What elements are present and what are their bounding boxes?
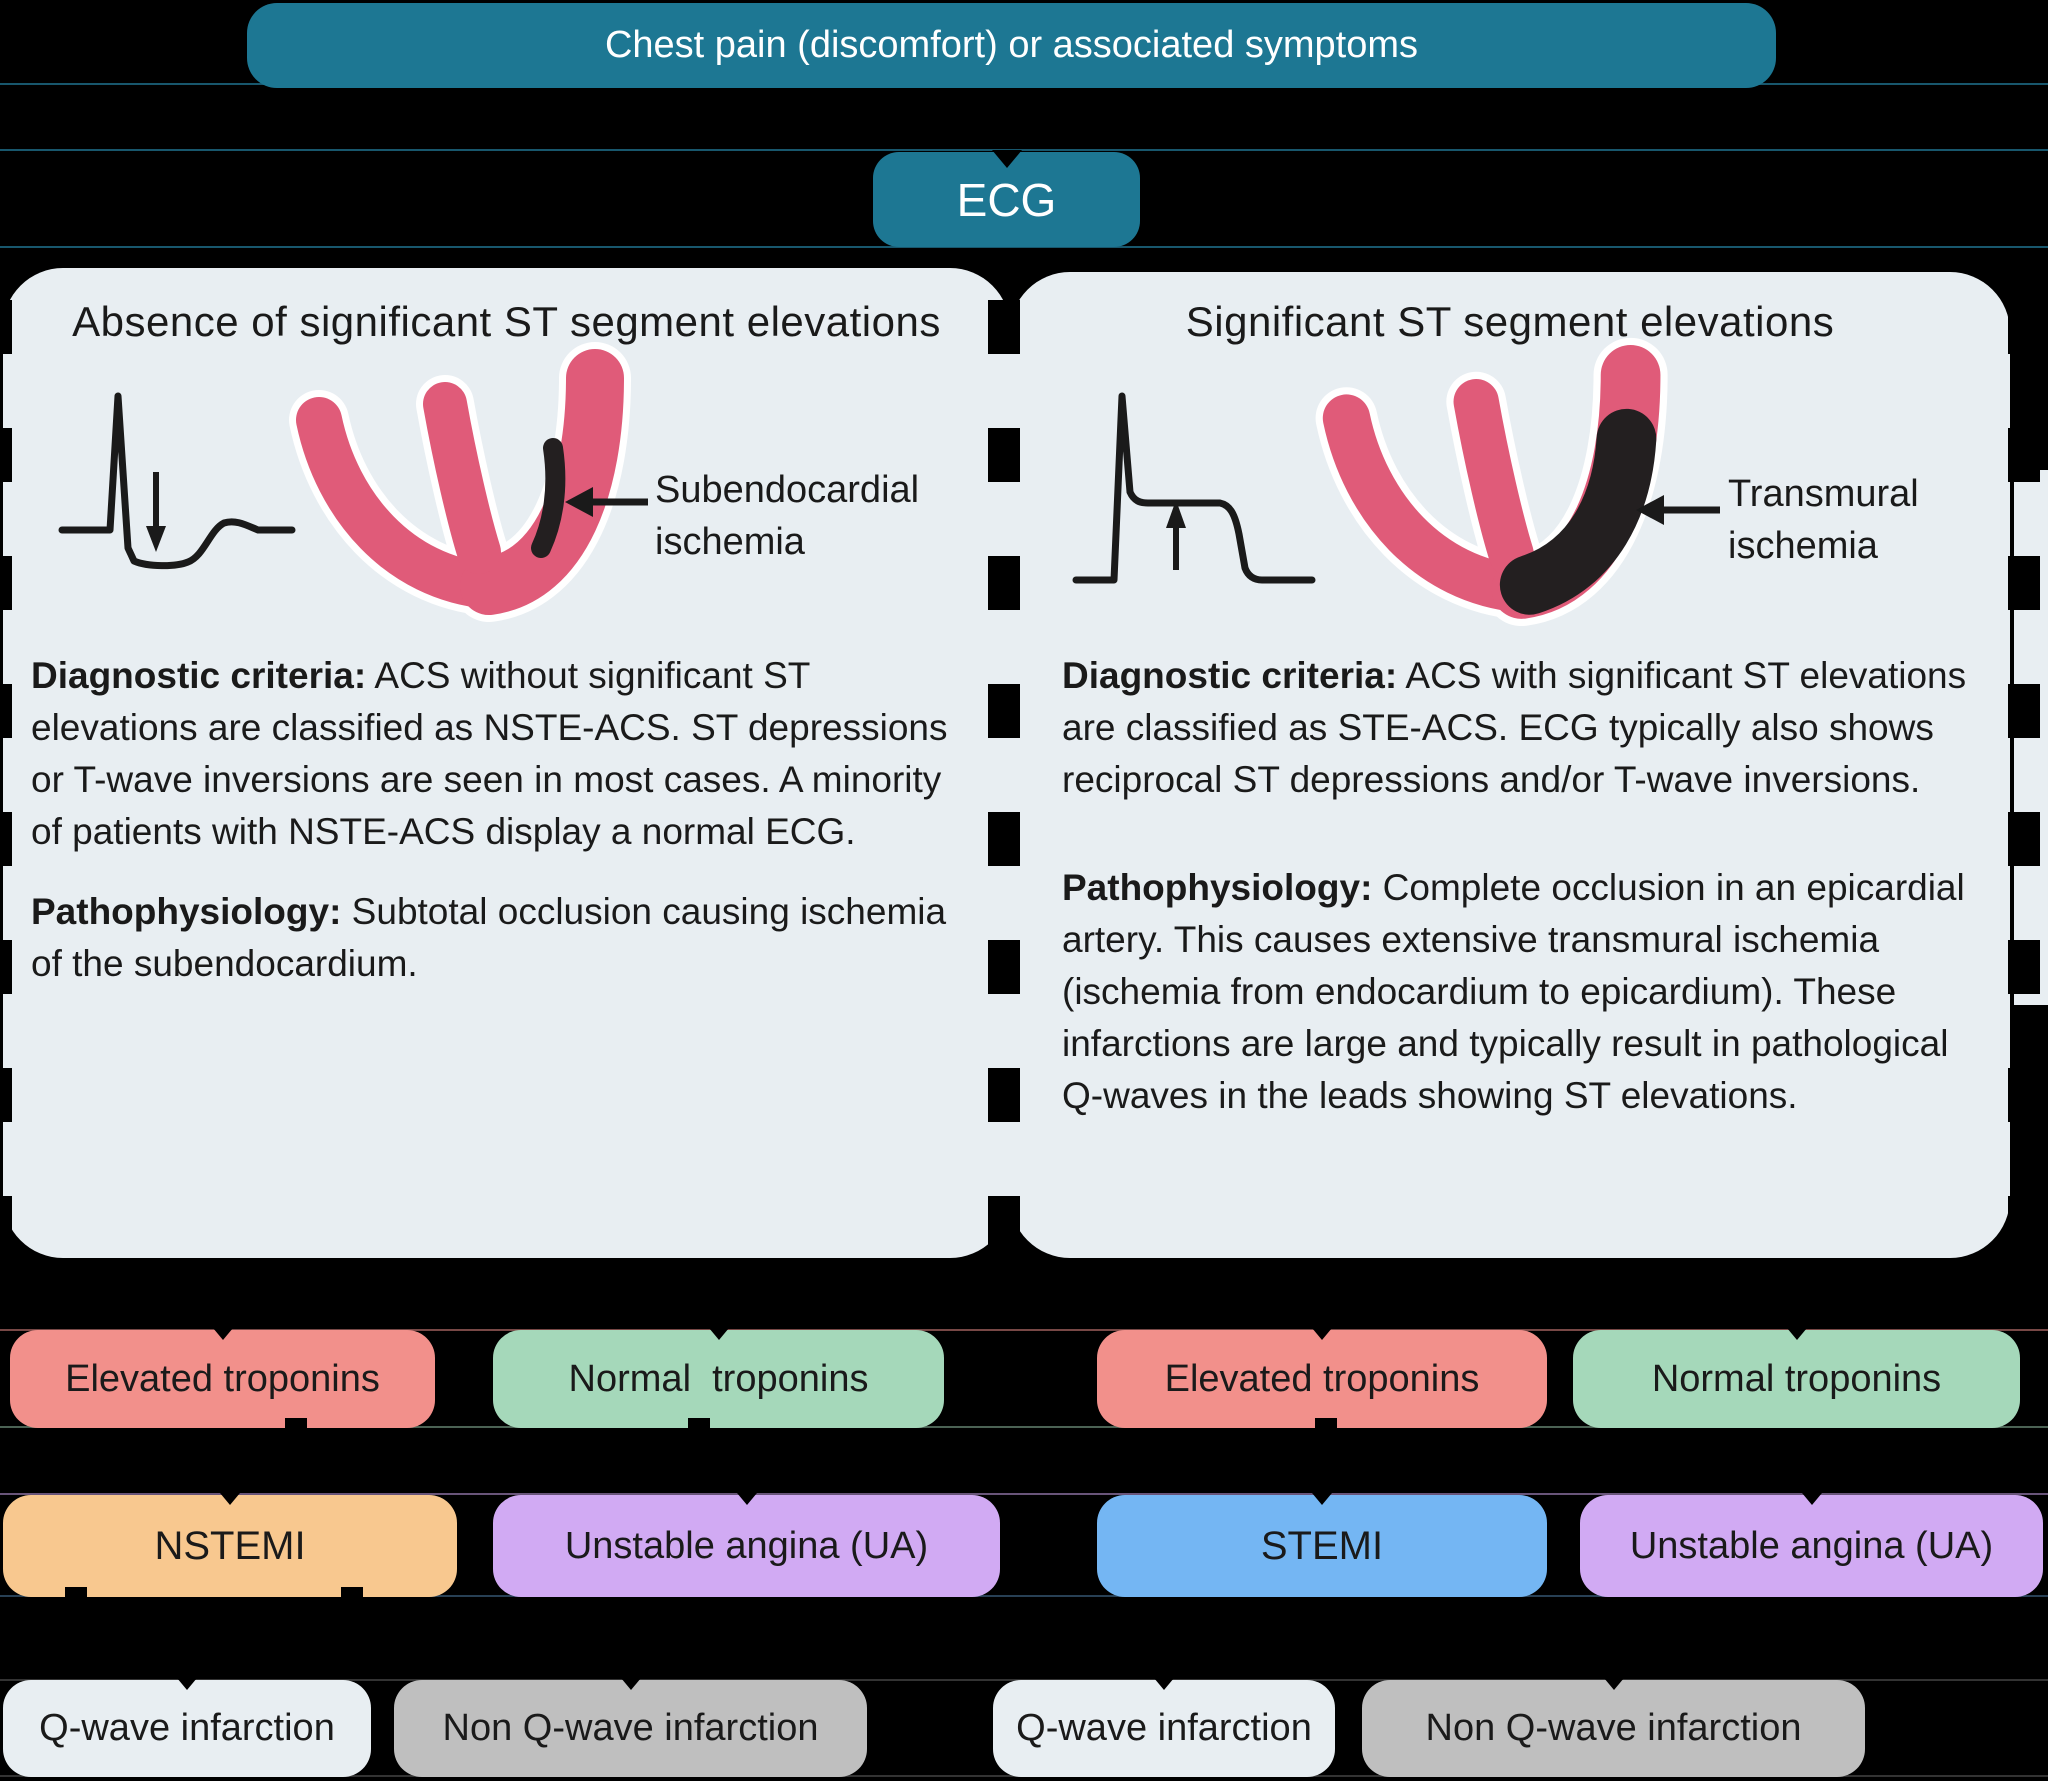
connector-arrowhead-icon (1796, 1487, 1827, 1505)
connector-arrowhead-icon (1781, 1322, 1812, 1340)
connector-arrowhead-icon (1598, 1672, 1629, 1690)
box-label: Normal troponins (568, 1357, 869, 1400)
box-label: Non Q-wave infarction (442, 1707, 819, 1749)
chest-pain-label: Chest pain (discomfort) or associated sy… (604, 24, 1419, 66)
connector-arrowhead-icon (703, 1322, 734, 1340)
box-unstable-angina-left: Unstable angina (UA) (493, 1487, 1000, 1597)
subendocardial-ischemia-heart-icon (289, 342, 631, 622)
box-normal-troponins-right: Normal troponins (1573, 1322, 2020, 1428)
connector-stub (341, 1587, 363, 1603)
ste-diagnostic-paragraph: Diagnostic criteria: ACS with significan… (1062, 655, 1967, 800)
box-elevated-troponins-left: Elevated troponins (10, 1322, 435, 1434)
left-arrow-icon (565, 487, 648, 517)
dashed-separator-right (2008, 300, 2040, 1256)
box-qwave-infarction-right: Q-wave infarction (993, 1672, 1335, 1777)
box-normal-troponins-left: Normal troponins (493, 1322, 944, 1434)
box-label: Unstable angina (UA) (564, 1524, 929, 1567)
ecg-label: ECG (956, 173, 1057, 226)
box-label: NSTEMI (154, 1523, 306, 1568)
connector-stub (1315, 1418, 1337, 1434)
ste-panel-header: Significant ST segment elevations (1185, 298, 1835, 345)
row-guide-line (0, 1426, 2048, 1428)
divider-line (0, 246, 2048, 248)
box-label: Unstable angina (UA) (1629, 1524, 1994, 1567)
connector-arrowhead-icon (1149, 1672, 1179, 1690)
dashed-separator-left (0, 300, 12, 1256)
ecg-box: ECG (873, 150, 1140, 247)
box-unstable-angina-right: Unstable angina (UA) (1580, 1487, 2043, 1597)
nste-patho-paragraph: Pathophysiology: Subtotal occlusion caus… (31, 891, 947, 984)
box-nstemi: NSTEMI (3, 1487, 457, 1603)
box-label: Elevated troponins (1164, 1357, 1480, 1400)
row-guide-line (0, 1329, 2048, 1331)
box-qwave-infarction-left: Q-wave infarction (3, 1672, 371, 1777)
connector-stub (285, 1418, 307, 1434)
connector-arrowhead-icon (215, 1487, 245, 1505)
connector-arrowhead-icon (991, 150, 1022, 168)
box-elevated-troponins-right: Elevated troponins (1097, 1322, 1547, 1434)
connector-stub (65, 1587, 87, 1603)
box-label: Elevated troponins (65, 1357, 380, 1400)
connector-arrowhead-icon (731, 1487, 762, 1505)
row-guide-line (0, 1493, 2048, 1495)
box-label: STEMI (1260, 1523, 1384, 1568)
divider-line (0, 149, 2048, 151)
nste-diagnostic-paragraph: Diagnostic criteria: ACS without signifi… (31, 655, 948, 852)
box-non-qwave-infarction-right: Non Q-wave infarction (1362, 1672, 1865, 1777)
transmural-ischemia-heart-icon (1315, 337, 1668, 627)
st-elevation-ecg-icon (1072, 392, 1316, 584)
left-arrow-icon (1636, 495, 1720, 525)
box-label: Normal troponins (1651, 1357, 1942, 1400)
connector-arrowhead-icon (615, 1672, 646, 1690)
connector-arrowhead-icon (172, 1672, 202, 1690)
connector-arrowhead-icon (1307, 1487, 1337, 1505)
box-stemi: STEMI (1097, 1487, 1547, 1597)
ste-acs-panel: Significant ST segment elevations Transm… (1010, 272, 2010, 1258)
st-depression-ecg-icon (58, 392, 296, 570)
connector-arrowhead-icon (1307, 1322, 1337, 1340)
box-label: Q-wave infarction (1016, 1707, 1312, 1749)
nste-acs-panel: Absence of significant ST segment elevat… (3, 268, 1010, 1258)
nste-panel-header: Absence of significant ST segment elevat… (72, 298, 941, 345)
dashed-separator-center (988, 300, 1020, 1256)
connector-arrowhead-icon (207, 1322, 238, 1340)
transmural-ischemia-label: Transmural ischemia (1728, 473, 1919, 567)
ste-patho-paragraph: Pathophysiology: Complete occlusion in a… (1062, 867, 1965, 1116)
nste-panel-body: Diagnostic criteria: ACS without signifi… (31, 650, 979, 990)
chest-pain-box: Chest pain (discomfort) or associated sy… (247, 3, 1776, 88)
box-label: Non Q-wave infarction (1425, 1707, 1802, 1749)
row-guide-line (0, 1595, 2048, 1597)
subendocardial-ischemia-label: Subendocardial ischemia (655, 469, 920, 563)
box-non-qwave-infarction-left: Non Q-wave infarction (394, 1672, 867, 1777)
ste-panel-body: Diagnostic criteria: ACS with significan… (1062, 650, 1967, 1122)
box-label: Q-wave infarction (39, 1707, 335, 1749)
connector-stub (688, 1418, 710, 1434)
